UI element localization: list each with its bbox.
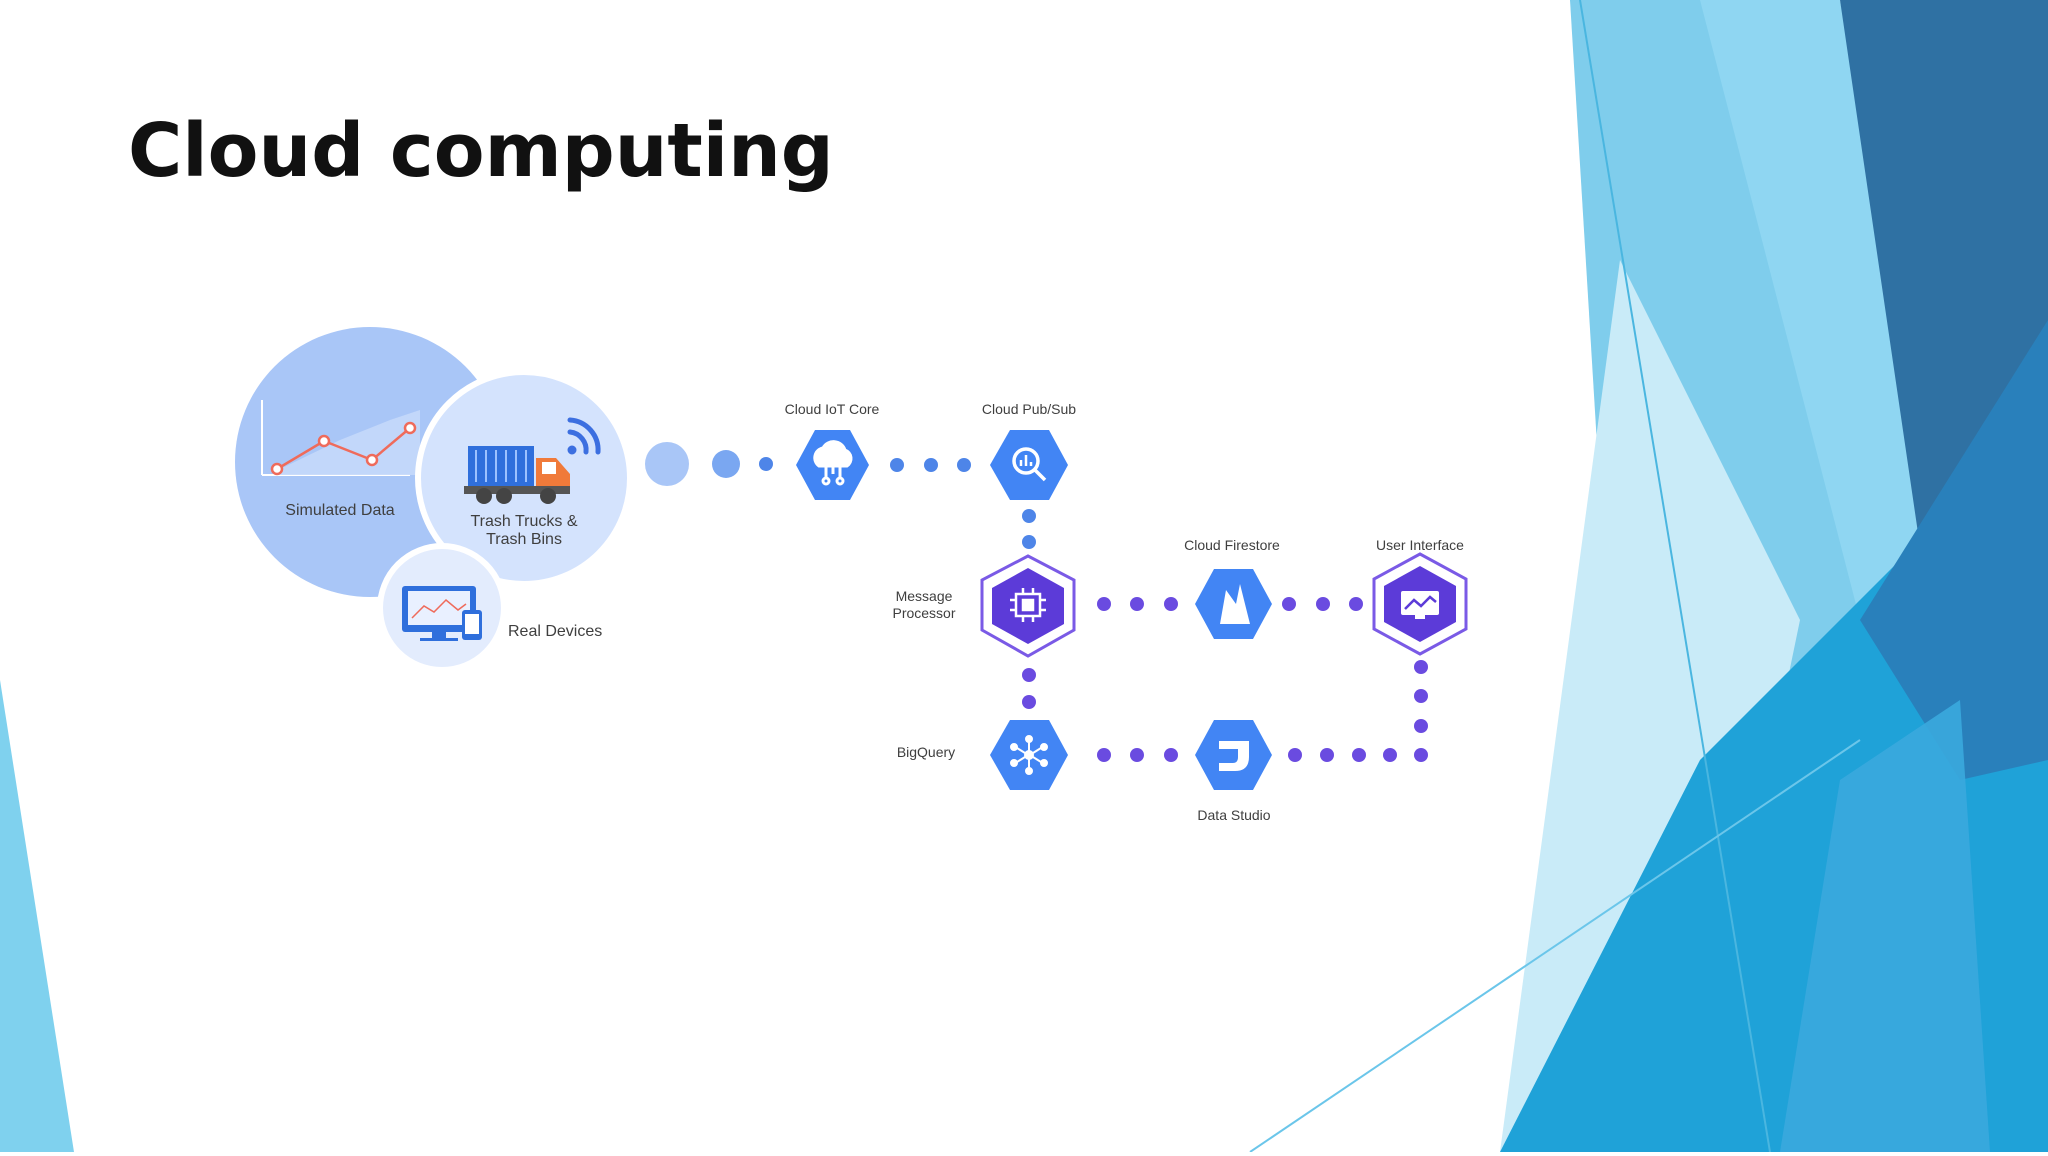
label-user-interface: User Interface	[1376, 537, 1464, 553]
label-trucks-1: Trash Trucks &	[471, 513, 578, 530]
label-cloud-firestore: Cloud Firestore	[1184, 537, 1280, 553]
node-message-processor: Message Processor	[892, 554, 1076, 658]
label-real-devices: Real Devices	[508, 623, 602, 640]
node-cloud-firestore: Cloud Firestore	[1184, 537, 1280, 639]
bigquery-hub-icon	[1010, 735, 1048, 775]
label-bigquery: BigQuery	[897, 744, 955, 760]
label-simulated-data: Simulated Data	[285, 502, 394, 519]
truck-icon	[464, 446, 570, 504]
processor-chip-icon	[1010, 588, 1046, 622]
decor-right	[1249, 0, 2048, 1153]
label-data-studio: Data Studio	[1197, 807, 1270, 823]
node-data-studio: Data Studio	[1195, 720, 1272, 823]
label-message-processor-2: Processor	[892, 605, 955, 621]
label-message-processor-1: Message	[896, 588, 953, 604]
node-cloud-pubsub: Cloud Pub/Sub	[982, 401, 1076, 500]
data-studio-icon	[1219, 741, 1249, 771]
decor-left	[0, 680, 74, 1152]
line-chart-icon	[276, 427, 411, 471]
firestore-flame-icon	[1220, 584, 1250, 624]
cloud-iot-icon	[813, 440, 853, 486]
node-cloud-iot-core: Cloud IoT Core	[785, 401, 880, 500]
connectors	[645, 442, 1428, 762]
ui-monitor-icon	[1401, 591, 1439, 619]
devices-icon	[402, 586, 482, 641]
node-bigquery: BigQuery	[897, 720, 1068, 790]
pubsub-search-icon	[1012, 447, 1047, 482]
wifi-icon	[567, 417, 601, 455]
label-trucks-2: Trash Bins	[486, 531, 562, 548]
slide-title: Cloud computing	[128, 108, 834, 194]
label-cloud-iot-core: Cloud IoT Core	[785, 401, 880, 417]
node-user-interface: User Interface	[1372, 537, 1468, 656]
label-cloud-pubsub: Cloud Pub/Sub	[982, 401, 1076, 417]
source-trucks: Trash Trucks & Trash Bins	[415, 369, 633, 587]
source-real-devices: Real Devices	[377, 543, 602, 673]
